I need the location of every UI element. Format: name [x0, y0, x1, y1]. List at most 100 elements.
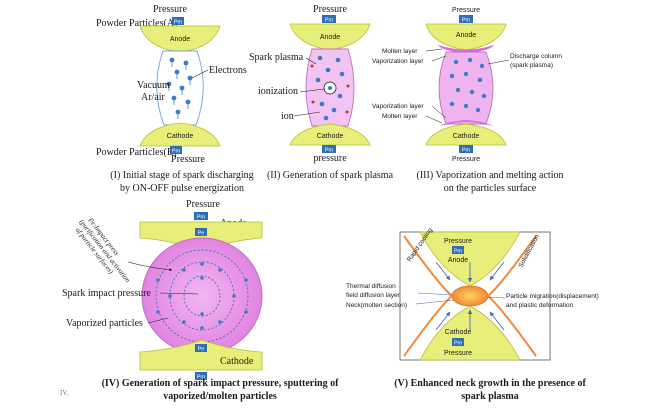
- panel2-pm-top-tag: [322, 15, 336, 23]
- panel5-anode-label: Anode: [448, 257, 468, 264]
- panel5-thermal-line2: field diffusion layer: [346, 292, 401, 299]
- panel3-anode-label: Anode: [456, 32, 476, 39]
- panel3-vaporization-bottom: Vaporization layer: [372, 103, 424, 110]
- panel2-pm-bottom-tag: [322, 145, 336, 153]
- panel4-pe-top-tag: [195, 228, 207, 236]
- panel1-caption-line1: (I) Initial stage of spark discharging: [110, 170, 253, 181]
- panel3-molten-band-bottom: [440, 120, 492, 126]
- panel4-caption-line1: (IV) Generation of spark impact pressure…: [102, 378, 340, 389]
- panel3-molten-bottom-leader: [425, 115, 443, 124]
- panel2-anode-label: Anode: [320, 34, 340, 41]
- panel3-vaporization-top: Vaporization layer: [372, 58, 424, 65]
- panel1-pressure-bottom: Pressure: [171, 154, 205, 165]
- panel3-molten-layer-bottom: Molten layer: [382, 113, 418, 120]
- panel5-migration-leader: [487, 296, 506, 299]
- panel3-molten-band-top: [438, 45, 494, 53]
- panel4-cathode-label: Cathode: [220, 356, 254, 367]
- panel3-plasma-column: [438, 51, 494, 125]
- panel3-pressure-bottom: Pressure: [452, 156, 480, 163]
- panel1-caption-line2: by ON-OFF pulse energization: [120, 183, 244, 194]
- panel5-pressure-arrows: [435, 261, 505, 331]
- panel1-cathode-label: Cathode: [167, 133, 194, 140]
- panel5-wedge-right: [486, 235, 537, 357]
- panel4-pm-top-label: Pm: [197, 215, 206, 221]
- panel-2: Pressure Pm Anode Spark plasma ionizatio…: [249, 4, 394, 181]
- panel3-molten-layer-top: Molten layer: [382, 48, 418, 55]
- panel5-thermal-leader: [417, 292, 453, 296]
- panel5-neck: [451, 285, 489, 307]
- panel2-ion-label: ion: [281, 111, 294, 122]
- panel3-cathode-label: Cathode: [453, 133, 480, 140]
- panel1-arair-label: Ar/air: [141, 92, 166, 103]
- panel5-thermal-line1: Thermal diffusion: [346, 283, 396, 290]
- panel2-cathode-label: Cathode: [317, 133, 344, 140]
- panel4-rotated-line2: (purification and activation: [78, 218, 132, 284]
- panel5-pm-top-tag: [452, 246, 464, 254]
- panel5-pressure-bottom: Pressure: [444, 350, 472, 357]
- panel4-vaporized-label: Vaporized particles: [66, 318, 143, 329]
- panel2-ionization-leader: [299, 88, 325, 93]
- panel3-discharge-line2: (spark plasma): [510, 62, 553, 69]
- panel4-plasma-body: [141, 237, 263, 355]
- panel2-pm-bottom-label: Pm: [325, 148, 334, 154]
- panel5-caption-line2: spark plasma: [461, 391, 519, 402]
- panel3-molten-top-leader: [425, 48, 443, 52]
- panel-3: Pressure Pm Anode Cathode Pm Pressure Mo…: [372, 7, 564, 194]
- panel-5: Pressure Pm Anode Cathode Pm Pressure Ra…: [346, 227, 599, 402]
- panel1-pm-bottom-label: Pm: [172, 149, 181, 155]
- panel1-electrons-leader: [191, 69, 209, 79]
- panel1-electrons: [166, 57, 193, 115]
- panel2-spark-plasma-label: Spark plasma: [249, 52, 304, 63]
- panel5-cathode-label: Cathode: [445, 329, 472, 336]
- panel4-pm-bottom-tag: [195, 372, 207, 380]
- panel1-pm-bottom-tag: [170, 146, 182, 154]
- panel4-spark-impact-label: Spark impact pressure: [62, 288, 151, 299]
- panel2-pressure-bottom: pressure: [313, 153, 347, 164]
- panel3-pm-bottom-tag: [459, 145, 473, 153]
- panel5-migration-line2: and plastic deformation: [506, 302, 574, 309]
- panel3-discharge-leader: [487, 59, 510, 65]
- panel2-spark-plasma-leader: [305, 57, 317, 65]
- panel1-electrons-label: Electrons: [209, 65, 247, 76]
- panel2-caption: (II) Generation of spark plasma: [267, 170, 394, 181]
- panel1-powder-a: Powder Particles(A): [96, 18, 177, 29]
- panel3-caption-line1: (III) Vaporization and melting action: [417, 170, 564, 181]
- panel1-powder-b: Powder Particles(B): [96, 147, 177, 158]
- panel2-ionization-core: [328, 86, 332, 90]
- panel4-bottom-electrode: [139, 339, 263, 371]
- panel3-vapor-bottom-leader: [431, 105, 447, 119]
- panel2-red-sparks: [310, 64, 350, 114]
- panel3-discharge-line1: Discharge column: [510, 53, 562, 60]
- panel4-pm-bottom-label: Pm: [197, 375, 206, 381]
- panel1-vacuum-label: Vacuum: [137, 80, 170, 91]
- panel4-caption-line2: vaporized/molten particles: [163, 391, 277, 402]
- panel3-pressure-top: Pressure: [452, 7, 480, 14]
- panel2-ions: [315, 55, 345, 121]
- panel4-rotated-label: Pe:Impact press (purification and activa…: [74, 216, 132, 285]
- panel4-spark-impact-leader: [159, 292, 199, 295]
- panel5-pm-bottom-tag: [452, 338, 464, 346]
- panel1-pm-top-label: Pm: [174, 20, 183, 26]
- panel4-caption-ghost: IV,: [60, 389, 68, 397]
- panel4-pressure-top: Pressure: [186, 199, 220, 210]
- panel5-pm-top-label: Pm: [454, 249, 463, 255]
- panel5-migration-line1: Particle migration(displacement): [506, 293, 599, 300]
- panel2-ion-leader: [293, 111, 321, 117]
- panel5-neck-leader: [415, 299, 455, 305]
- panel1-electron-tails: [168, 62, 191, 119]
- panel3-ions: [449, 57, 487, 113]
- panel1-anode-label: Anode: [170, 36, 190, 43]
- panel5-wedge-left: [403, 235, 454, 357]
- panel4-pe-bottom-label: Pe: [198, 347, 205, 353]
- panel4-pe-bottom-tag: [195, 344, 207, 352]
- panel-4: Pressure Pm Anode Pe Pe Pm P: [60, 199, 339, 402]
- panel4-vaporized-leader: [147, 317, 169, 324]
- panel4-pe-top-label: Pe: [198, 231, 205, 237]
- panel3-vapor-top-leader: [431, 55, 447, 62]
- panel-1: Pressure Powder Particles(A) Pm Anode El…: [96, 4, 254, 194]
- panel5-pm-bottom-label: Pm: [454, 341, 463, 347]
- panel4-flow-dots: [156, 262, 248, 330]
- panel3-pm-top-label: Pm: [462, 18, 471, 24]
